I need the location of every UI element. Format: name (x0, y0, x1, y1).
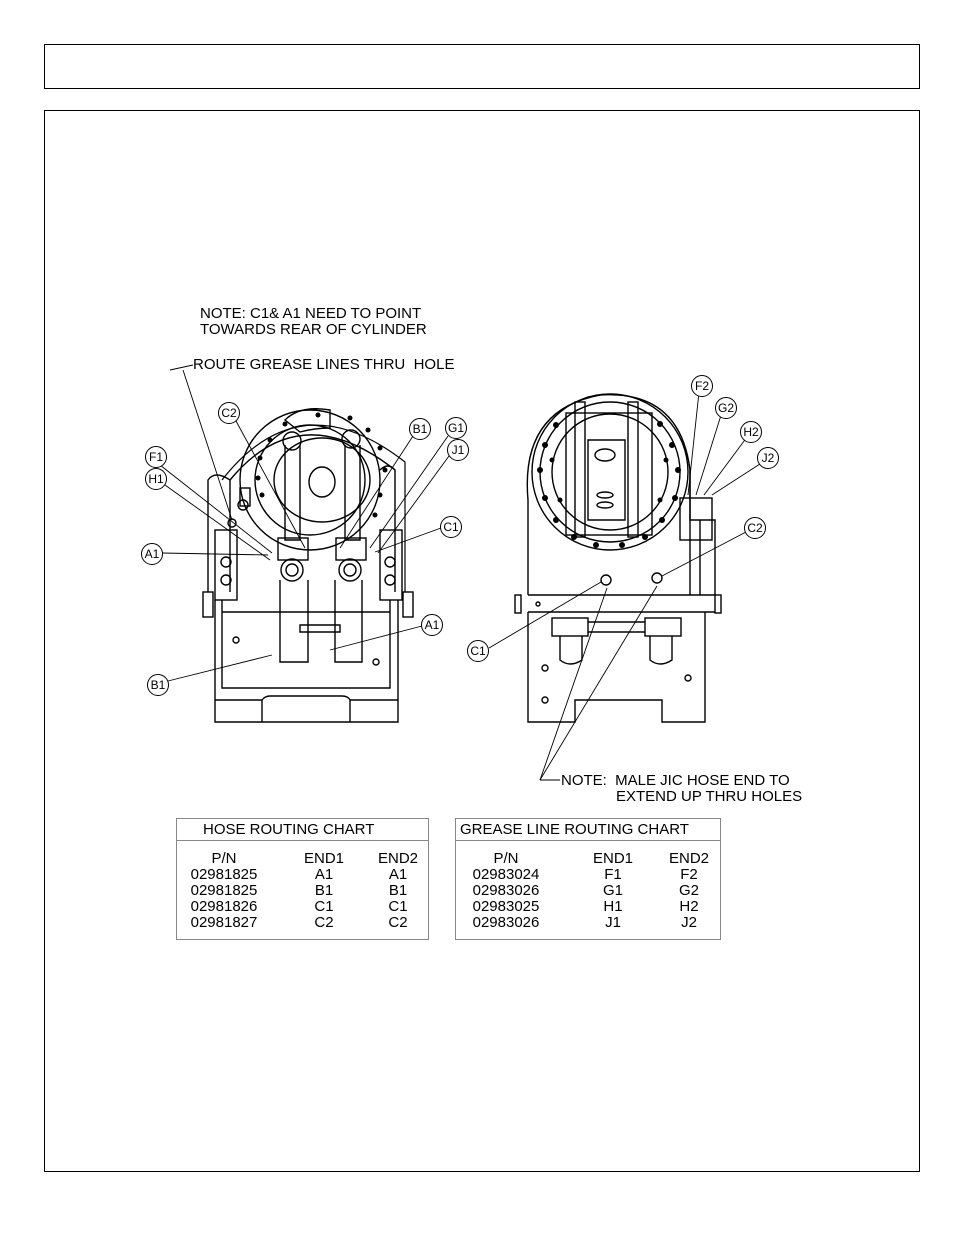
grease-chart-cell: 02983026 (472, 914, 540, 931)
left-callout-a1: A1 (141, 543, 163, 565)
note-c1-a1-line1: NOTE: C1& A1 NEED TO POINT (200, 305, 422, 322)
left-callout-c2: C2 (218, 402, 240, 424)
hose-chart-cell: C1 (388, 898, 408, 915)
hose-chart-cell: C2 (388, 914, 408, 931)
hose-chart-cell: C1 (314, 898, 334, 915)
right-callout-f2: F2 (691, 375, 713, 397)
grease-chart-cell: G1 (602, 882, 623, 899)
hose-chart-cell: A1 (314, 866, 334, 883)
hose-chart-title: HOSE ROUTING CHART (177, 819, 428, 841)
grease-chart-cell: 02983024 (472, 866, 540, 883)
grease-chart-header: END2 (668, 850, 709, 867)
note-jic-line1: NOTE: MALE JIC HOSE END TO (561, 772, 790, 789)
note-c1-a1-line2: TOWARDS REAR OF CYLINDER (200, 321, 427, 338)
hose-chart-cell: A1 (388, 866, 408, 883)
hose-chart-cell: 02981826 (190, 898, 258, 915)
right-callout-c2: C2 (744, 517, 766, 539)
grease-chart-cell: F2 (680, 866, 698, 883)
grease-chart-cell: H1 (603, 898, 623, 915)
content-box (44, 110, 920, 1172)
hose-chart-cell: B1 (388, 882, 408, 899)
grease-line-routing-chart: GREASE LINE ROUTING CHART P/N END1 END2 029… (455, 818, 721, 940)
left-callout-a1: A1 (421, 614, 443, 636)
grease-chart-cell: 02983025 (472, 898, 540, 915)
hose-chart-header: P/N (211, 850, 237, 867)
left-callout-c1: C1 (440, 516, 462, 538)
grease-chart-cell: J2 (681, 914, 697, 931)
grease-chart-cell: H2 (679, 898, 699, 915)
right-callout-g2: G2 (715, 397, 737, 419)
left-callout-g1: G1 (445, 417, 467, 439)
grease-chart-cell: F1 (604, 866, 622, 883)
left-callout-f1: F1 (145, 446, 167, 468)
hose-chart-header: END2 (377, 850, 418, 867)
grease-chart-cell: G2 (678, 882, 699, 899)
bolt-holes (255, 412, 681, 548)
hose-routing-chart: HOSE ROUTING CHART P/N END1 END2 02981825 A1… (176, 818, 429, 940)
grease-chart-header: END1 (592, 850, 633, 867)
grease-chart-cell: J1 (605, 914, 621, 931)
left-callout-j1: J1 (447, 439, 469, 461)
left-view (202, 408, 414, 723)
hose-chart-cell: 02981827 (190, 914, 258, 931)
hose-chart-cell: B1 (314, 882, 334, 899)
right-callout-c1: C1 (467, 640, 489, 662)
hose-chart-header: END1 (303, 850, 344, 867)
right-callout-j2: J2 (757, 447, 779, 469)
grease-chart-header: P/N (493, 850, 519, 867)
left-callout-b1: B1 (409, 418, 431, 440)
left-callout-h1: H1 (145, 468, 167, 490)
note-jic-line2: EXTEND UP THRU HOLES (616, 788, 803, 805)
left-callout-b1: B1 (147, 674, 169, 696)
leader-lines (159, 364, 764, 781)
note-route-grease: ROUTE GREASE LINES THRU HOLE (193, 356, 455, 373)
right-callout-h2: H2 (740, 421, 762, 443)
grease-chart-title: GREASE LINE ROUTING CHART (456, 819, 720, 841)
hose-chart-cell: 02981825 (190, 882, 258, 899)
grease-chart-cell: 02983026 (472, 882, 540, 899)
header-box (44, 44, 920, 89)
hose-chart-cell: C2 (314, 914, 334, 931)
hose-chart-cell: 02981825 (190, 866, 258, 883)
